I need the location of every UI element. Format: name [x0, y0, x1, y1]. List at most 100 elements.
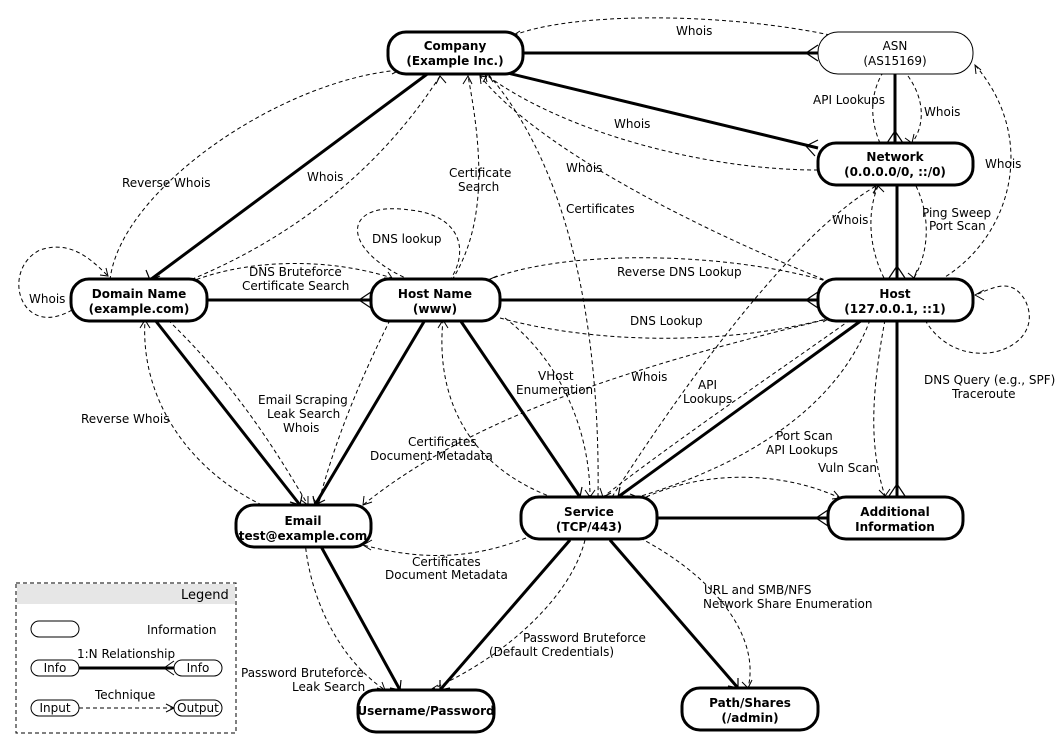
label-api: API	[698, 378, 717, 392]
technique-labels: Whois API Lookups Whois Whois Whois Whoi…	[29, 24, 1055, 694]
rel-service-paths	[608, 539, 740, 689]
label-vhost: VHost	[538, 369, 574, 383]
rel-email-credentials	[316, 540, 402, 691]
legend-technique-label: Technique	[94, 688, 155, 702]
tech-domain-email-scraping	[167, 319, 309, 506]
legend-input: Input	[39, 701, 70, 715]
node-company-title: Company	[424, 39, 487, 53]
tech-network-asn-api	[872, 73, 883, 144]
tech-hostname-host-dns	[499, 317, 831, 339]
rel-hostname-service	[458, 319, 582, 498]
tech-host-loop-dns-query	[924, 285, 1030, 354]
label-certificates: Certificates	[408, 435, 477, 449]
node-paths-title: Path/Shares	[709, 696, 791, 710]
label-vhost-enumeration: Enumeration	[516, 383, 593, 397]
label-port-scan: Port Scan	[776, 429, 833, 443]
node-service-title: Service	[564, 505, 614, 519]
label-leak-search: Leak Search	[267, 407, 340, 421]
node-asn: ASN (AS15169)	[817, 31, 974, 75]
node-asn-title: ASN	[883, 39, 908, 53]
node-host-name: Host Name (www)	[369, 277, 502, 323]
label-whois: Whois	[985, 157, 1021, 171]
label-dns-query: DNS Query (e.g., SPF)	[924, 373, 1055, 387]
label-whois: Whois	[566, 161, 602, 175]
node-network-title: Network	[866, 150, 924, 164]
node-additional-line1: Additional	[860, 505, 929, 519]
node-network-example: (0.0.0.0/0, ::/0)	[844, 165, 946, 179]
label-whois: Whois	[29, 292, 65, 306]
tech-email-credentials-brute	[304, 540, 386, 691]
label-reverse-whois: Reverse Whois	[81, 412, 169, 426]
node-credentials-title: Username/Password	[357, 704, 494, 718]
tech-service-credentials-brute	[429, 539, 586, 691]
tech-hostname-company-cert	[451, 75, 480, 281]
legend-crow-foot	[163, 660, 175, 676]
node-email-example: test@example.com	[239, 529, 368, 543]
label-certificates: Certificates	[566, 202, 635, 216]
tech-host-email-whois	[362, 317, 833, 506]
relationship-lines	[149, 51, 899, 691]
tech-host-service-api	[602, 319, 851, 498]
legend-input-node	[30, 699, 80, 717]
node-domain-title: Domain Name	[92, 287, 186, 301]
label-traceroute: Traceroute	[951, 387, 1016, 401]
legend-output-node	[173, 699, 223, 717]
label-dns-lookup: DNS lookup	[372, 232, 441, 246]
label-email-scraping: Email Scraping	[258, 393, 348, 407]
tech-host-additional-vuln	[873, 319, 886, 497]
rel-company-network	[494, 68, 819, 150]
tech-host-asn-whois	[939, 64, 1012, 281]
label-ping-sweep: Ping Sweep	[922, 206, 991, 220]
tech-host-service-portscan	[637, 319, 871, 498]
node-hostname-title: Host Name	[398, 287, 472, 301]
label-default-credentials: (Default Credentials)	[489, 645, 614, 659]
label-password-bruteforce: Password Bruteforce	[523, 631, 646, 645]
label-certificate-search: Certificate	[449, 166, 511, 180]
node-service: Service (TCP/443)	[519, 495, 659, 541]
rel-host-service	[617, 318, 863, 499]
technique-lines	[18, 17, 1030, 691]
node-hostname-example: (www)	[413, 302, 457, 316]
legend-information-label: Information	[147, 623, 216, 637]
tech-service-network-whois	[611, 185, 877, 498]
node-company: Company (Example Inc.)	[386, 30, 525, 76]
node-host-title: Host	[879, 287, 910, 301]
node-host: Host (127.0.0.1, ::1)	[816, 277, 975, 323]
label-network-share-enumeration: Network Share Enumeration	[703, 597, 873, 611]
label-whois: Whois	[283, 421, 319, 435]
rel-service-credentials	[438, 539, 572, 691]
label-api-lookups: API Lookups	[813, 93, 885, 107]
node-paths-example: (/admin)	[721, 711, 778, 725]
legend-info-b: Info	[187, 661, 210, 675]
node-network: Network (0.0.0.0/0, ::/0)	[816, 141, 975, 187]
tech-network-company-whois	[484, 73, 819, 171]
label-whois: Whois	[924, 105, 960, 119]
label-url-smb-nfs: URL and SMB/NFS	[704, 583, 812, 597]
tech-hostname-loop-dns	[357, 208, 461, 281]
legend-information-node	[30, 620, 80, 638]
legend: Legend Information 1:N Relationship Info…	[15, 582, 237, 734]
label-api-lookups: API Lookups	[766, 443, 838, 457]
label-port-scan: Port Scan	[929, 219, 986, 233]
legend-output: Output	[177, 701, 219, 715]
tech-domain-loop-whois	[18, 246, 109, 318]
legend-title: Legend	[181, 588, 229, 603]
label-certificate-search: Search	[458, 180, 499, 194]
tech-network-host-ping	[913, 185, 927, 279]
tech-service-hostname	[441, 319, 561, 501]
tech-hostname-email-scraping	[317, 319, 391, 506]
tech-host-network-whois	[870, 185, 885, 279]
node-host-example: (127.0.0.1, ::1)	[844, 302, 945, 316]
tech-email-domain-reverse-whois	[144, 319, 263, 506]
label-reverse-dns-lookup: Reverse DNS Lookup	[617, 265, 742, 279]
label-whois: Whois	[832, 213, 868, 227]
label-vuln-scan: Vuln Scan	[818, 461, 877, 475]
node-email: Email test@example.com	[234, 503, 373, 549]
tech-asn-company-whois	[511, 17, 831, 37]
tech-domain-hostname-dns-brute	[189, 262, 393, 283]
node-additional-line2: Information	[855, 520, 935, 534]
tech-service-company-certificates	[487, 73, 599, 498]
legend-info-node-b	[173, 659, 223, 677]
node-path-shares: Path/Shares (/admin)	[680, 686, 820, 732]
